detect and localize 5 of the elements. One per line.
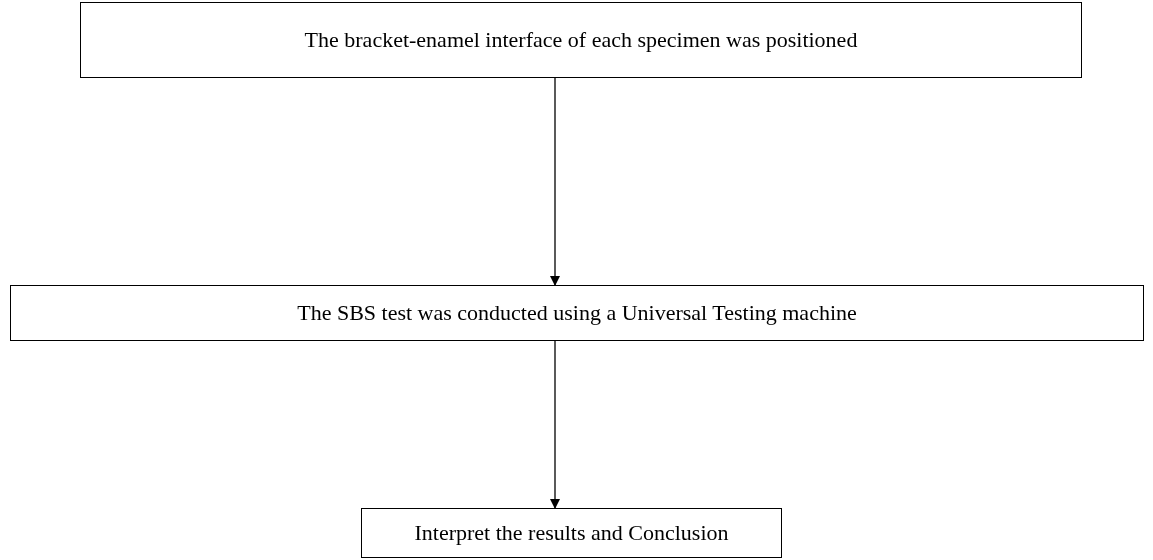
arrow (550, 340, 560, 509)
arrow (550, 77, 560, 286)
process-box: The bracket-enamel interface of each specimen was positioned (80, 2, 1082, 78)
process-box: Interpret the results and Conclusion (361, 508, 782, 558)
process-box: The SBS test was conducted using a Universal Testing machine (10, 285, 1144, 341)
